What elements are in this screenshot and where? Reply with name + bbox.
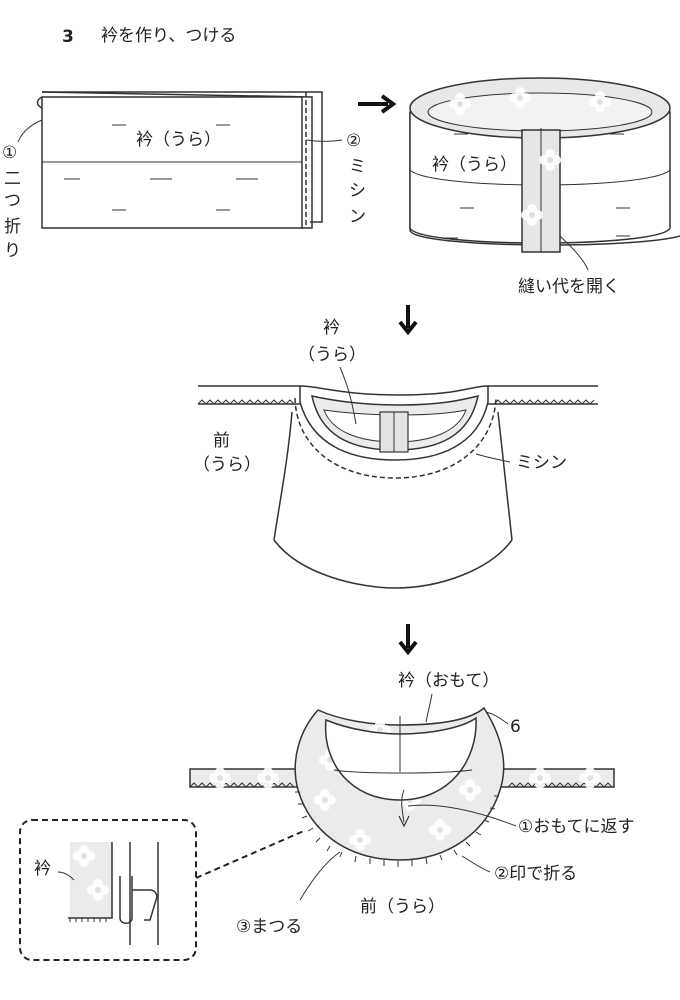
sew-char-3: ン <box>349 207 366 227</box>
collar-finish-panel: 衿（おもて） 6 ①おもてに返す ②印で折る ③まつる 前（うら） <box>189 671 635 937</box>
fold-char-3: 折 <box>4 217 21 237</box>
arrow-down-icon <box>398 624 418 656</box>
arrow-right-icon <box>358 94 397 114</box>
collar-ura-label-1: 衿（うら） <box>136 130 221 150</box>
open-seam-label: 縫い代を開く <box>518 277 620 297</box>
collar-ring: 衿（うら） 縫い代を開く <box>409 77 680 297</box>
collar-ura-label-2: 衿（うら） <box>432 155 517 175</box>
arrow-down-icon <box>398 305 418 336</box>
front-label-line1: 前 <box>213 431 230 451</box>
front-label-line2: （うら） <box>193 455 261 475</box>
detail-collar-label: 衿 <box>34 859 51 879</box>
sew-char-1: ミ <box>349 157 366 177</box>
fold-char-4: り <box>4 241 21 261</box>
step-heading: 3 衿を作り、つける <box>62 26 236 47</box>
step-number: 3 <box>62 27 74 47</box>
slipstitch-label: ③まつる <box>236 917 302 937</box>
detail-inset: 衿 <box>19 819 307 961</box>
collar-label-line1: 衿 <box>323 318 340 338</box>
fold-at-mark-label: ②印で折る <box>494 864 577 884</box>
collar-omote-label: 衿（おもて） <box>398 671 499 691</box>
fold-step-number: ① <box>2 143 17 163</box>
fold-char-1: 二 <box>4 169 21 189</box>
folded-collar-strip: 衿（うら） ① 二 つ 折 り ② ミ シ ン <box>2 91 366 261</box>
step-title: 衿を作り、つける <box>101 26 236 46</box>
collar-label-line2: （うら） <box>298 345 366 365</box>
collar-attach-panel: 衿 （うら） 前 （うら） ミシン <box>193 318 598 589</box>
sew-step-number: ② <box>346 131 361 151</box>
sew-label-2: ミシン <box>516 453 567 473</box>
fold-char-2: つ <box>4 191 21 211</box>
turn-right-side-label: ①おもてに返す <box>518 817 635 837</box>
sew-char-2: シ <box>349 181 366 201</box>
mark-six: 6 <box>510 717 521 737</box>
front-ura-bottom-label: 前（うら） <box>360 897 445 917</box>
